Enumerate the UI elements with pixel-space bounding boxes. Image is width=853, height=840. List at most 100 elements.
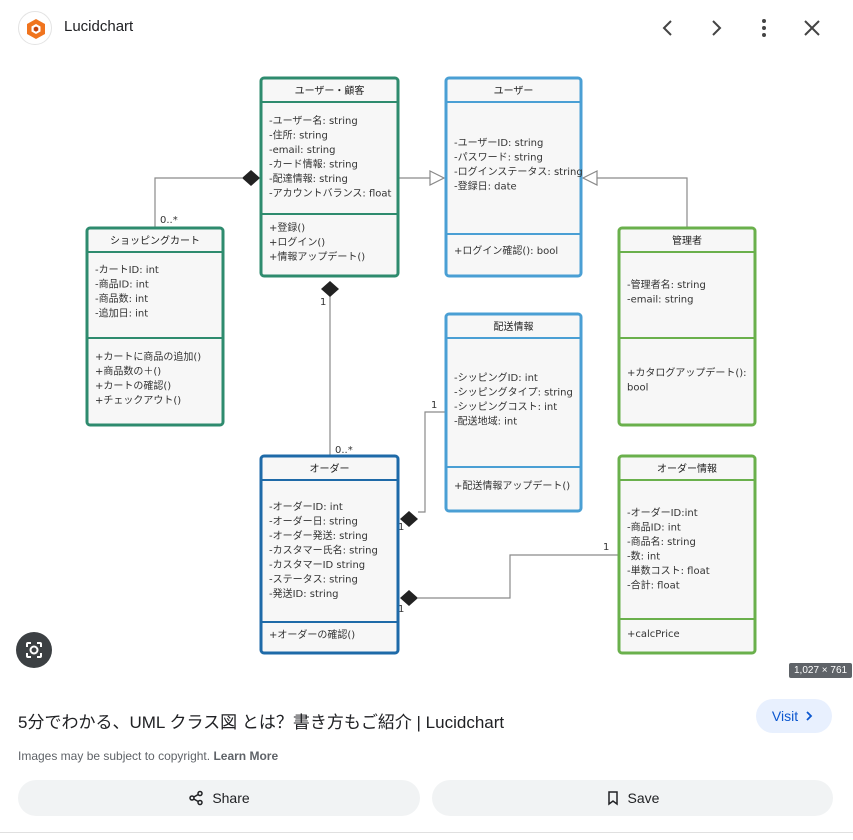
uml-attribute: -ログインステータス: string	[454, 165, 583, 178]
multiplicity-label: 1	[320, 297, 326, 308]
uml-attribute: -オーダー日: string	[269, 515, 358, 528]
close-icon	[804, 20, 820, 36]
uml-class-title: 管理者	[672, 234, 702, 247]
uml-class-admin: 管理者 -管理者名: string -email: string +カタログアップデー…	[617, 226, 757, 427]
uml-attribute: -商品名: string	[627, 535, 696, 548]
next-button[interactable]	[700, 12, 732, 44]
uml-attribute: -登録日: date	[454, 180, 517, 193]
google-lens-button[interactable]	[16, 632, 52, 668]
uml-method: +情報アップデート()	[269, 250, 365, 263]
uml-attribute: -ユーザー名: string	[269, 114, 358, 127]
uml-class-shipping: 配送情報 -シッピングID: int -シッピングタイプ: string-シッピング…	[444, 312, 583, 513]
uml-class-order-detail: オーダー情報 -オーダーID:int -商品ID: int-商品名: string -…	[617, 454, 757, 655]
composition-diamond	[400, 590, 418, 606]
uml-attribute: -オーダーID:int	[627, 506, 698, 519]
uml-attribute: -ユーザーID: string	[454, 137, 543, 149]
result-title[interactable]: 5分でわかる、UML クラス図 とは？書き方もご紹介 | Lucidchart	[18, 713, 505, 732]
uml-attribute: -アカウントバランス: float	[269, 188, 392, 200]
uml-attribute: -シッピングタイプ: string	[454, 386, 573, 399]
uml-attribute: -email: string	[627, 295, 693, 306]
copyright-text: Images may be subject to copyright.	[18, 749, 211, 763]
uml-method: +商品数の＋()	[95, 365, 161, 378]
multiplicity-label: 1	[398, 604, 404, 615]
chevron-right-icon	[806, 711, 813, 721]
uml-method: +登録()	[269, 221, 305, 234]
uml-attribute: -商品ID: int	[627, 521, 681, 534]
generalization-arrow	[581, 170, 598, 186]
class-boxes: ユーザー・顧客 -ユーザー名: string -住所: string -email: …	[85, 76, 757, 655]
uml-method: +配送情報アップデート()	[454, 479, 570, 492]
uml-attribute: -シッピングID: int	[454, 371, 538, 384]
uml-method: +オーダーの確認()	[269, 628, 355, 641]
composition-diamond	[242, 170, 260, 186]
connectors	[154, 177, 688, 599]
multiplicity-label: 0..*	[160, 215, 178, 226]
chevron-right-icon	[712, 20, 722, 36]
multiplicity-label: 1	[431, 400, 437, 411]
uml-class-title: オーダー	[310, 462, 350, 475]
uml-attribute: -email: string	[269, 145, 335, 156]
uml-class-title: ユーザー	[494, 85, 534, 97]
uml-attribute: -シッピングコスト: int	[454, 400, 557, 413]
more-options-button[interactable]	[748, 12, 780, 44]
uml-attribute: -単数コスト: float	[627, 564, 710, 577]
uml-class-cart: ショッピングカート-カートID: int-商品ID: int-商品数: int-…	[85, 226, 225, 427]
uml-attribute: -カスタマー氏名: string	[269, 544, 378, 557]
composition-diamond	[400, 511, 418, 527]
save-button[interactable]: Save	[432, 780, 833, 816]
lucidchart-logo-icon	[18, 11, 52, 45]
composition-diamond	[321, 281, 339, 297]
uml-attribute: -配達情報: string	[269, 172, 348, 185]
uml-class-title: 配送情報	[494, 320, 534, 333]
uml-class-title: ユーザー・顧客	[295, 84, 365, 97]
uml-method: +チェックアウト()	[95, 395, 181, 407]
learn-more-link[interactable]: Learn More	[213, 749, 279, 763]
uml-method: +ログイン()	[269, 236, 325, 249]
previous-button[interactable]	[652, 12, 684, 44]
close-button[interactable]	[796, 12, 828, 44]
uml-class-customer: ユーザー・顧客 -ユーザー名: string -住所: string -email: …	[259, 76, 400, 278]
uml-method: +カートに商品の追加()	[95, 350, 201, 363]
chevron-left-icon	[662, 20, 672, 36]
uml-method: +カートの確認()	[95, 379, 171, 392]
generalization-arrow	[429, 170, 446, 186]
multiplicity-label: 1	[398, 522, 404, 533]
multiplicity-label: 0..*	[335, 445, 353, 456]
multiplicity-label: 1	[603, 542, 609, 553]
uml-class-title: オーダー情報	[657, 462, 717, 475]
visit-button[interactable]: Visit	[756, 699, 832, 733]
copyright-notice: Images may be subject to copyright. Lear…	[18, 749, 278, 763]
uml-method: +ログイン確認(): bool	[454, 244, 558, 257]
site-name[interactable]: Lucidchart	[64, 18, 134, 35]
image-preview[interactable]: 0..* 1 0..* 1 1 1 1 ユーザー・顧客 -ユーザー名: strin…	[0, 56, 853, 680]
uml-attribute: -追加日: int	[95, 307, 148, 320]
image-dimensions-badge: 1,027 × 761	[789, 663, 853, 678]
visit-label: Visit	[771, 708, 799, 724]
uml-method: +calcPrice	[627, 629, 680, 640]
uml-attribute: -オーダー発送: string	[269, 529, 368, 542]
uml-class-title: ショッピングカート	[110, 234, 200, 247]
uml-attribute: -オーダーID: int	[269, 500, 343, 513]
uml-attribute: -ステータス: string	[269, 574, 358, 586]
uml-method: +カタログアップデート():	[627, 366, 747, 379]
top-bar: Lucidchart	[0, 0, 853, 56]
uml-attribute: -カード情報: string	[269, 158, 358, 171]
uml-attribute: -パスワード: string	[454, 152, 543, 164]
bookmark-icon	[607, 791, 618, 806]
share-button[interactable]: Share	[18, 780, 420, 816]
save-label: Save	[627, 790, 660, 806]
uml-attribute: -住所: string	[269, 129, 328, 142]
share-label: Share	[212, 790, 250, 806]
more-vert-icon	[762, 19, 766, 37]
uml-attribute: -カスタマーID string	[269, 559, 365, 571]
uml-attribute: -合計: float	[627, 579, 680, 592]
share-icon	[189, 790, 204, 806]
uml-attribute: -数: int	[627, 550, 660, 563]
uml-class-order: オーダー -オーダーID: int -オーダー日: string-オーダー発送: s…	[259, 454, 400, 655]
divider	[0, 832, 853, 833]
uml-attribute: -商品ID: int	[95, 278, 149, 291]
uml-attribute: -管理者名: string	[627, 278, 706, 291]
uml-class-user: ユーザー -ユーザーID: string -パスワード: string-ログインステ…	[444, 76, 583, 278]
uml-attribute: -カートID: int	[95, 264, 159, 276]
uml-attribute: -発送ID: string	[269, 587, 339, 600]
